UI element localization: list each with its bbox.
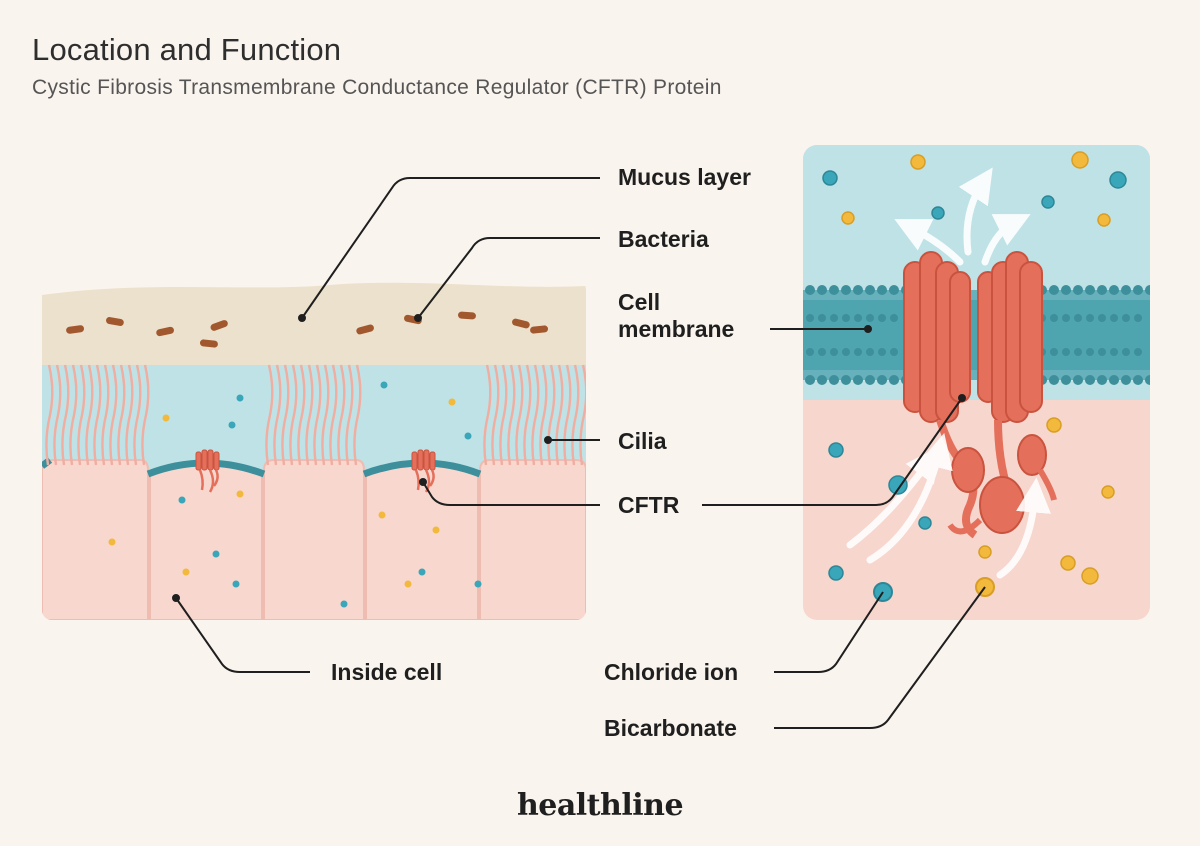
membrane-bilayer bbox=[803, 285, 1150, 385]
leader-bicarbonate bbox=[774, 586, 986, 729]
healthline-logo: healthline bbox=[516, 788, 684, 823]
ions-left bbox=[108, 381, 482, 608]
leader-chloride bbox=[774, 591, 884, 673]
label-chloride-ion: Chloride ion bbox=[604, 659, 739, 685]
ion-flow-arrows bbox=[846, 167, 1051, 579]
cftr-small-1 bbox=[195, 449, 220, 493]
label-inside-cell: Inside cell bbox=[331, 659, 443, 685]
tissue-panel bbox=[42, 282, 586, 620]
cilia-group bbox=[45, 364, 586, 466]
label-cilia: Cilia bbox=[618, 428, 667, 454]
leader-mucus bbox=[301, 177, 600, 319]
zoom-panel bbox=[803, 145, 1150, 620]
label-cell-membrane-line1: Cell bbox=[618, 289, 661, 315]
leader-bacteria bbox=[417, 237, 600, 319]
label-mucus-layer: Mucus layer bbox=[618, 164, 751, 190]
page-subtitle: Cystic Fibrosis Transmembrane Conductanc… bbox=[32, 76, 722, 99]
leader-inside-cell bbox=[175, 597, 310, 673]
label-cftr: CFTR bbox=[618, 492, 680, 518]
label-bacteria: Bacteria bbox=[618, 226, 709, 252]
page-title: Location and Function bbox=[32, 32, 342, 67]
ions-right bbox=[822, 151, 1127, 602]
cftr-small-2 bbox=[411, 449, 436, 493]
epithelial-cells bbox=[42, 459, 586, 620]
leader-cftr-right bbox=[702, 397, 963, 506]
mucus-layer bbox=[42, 282, 586, 365]
label-cell-membrane-line2: membrane bbox=[618, 316, 735, 342]
cftr-protein-large bbox=[903, 251, 1057, 539]
label-bicarbonate: Bicarbonate bbox=[604, 715, 737, 741]
leader-cftr-left bbox=[422, 481, 600, 506]
leader-lines bbox=[172, 177, 986, 729]
